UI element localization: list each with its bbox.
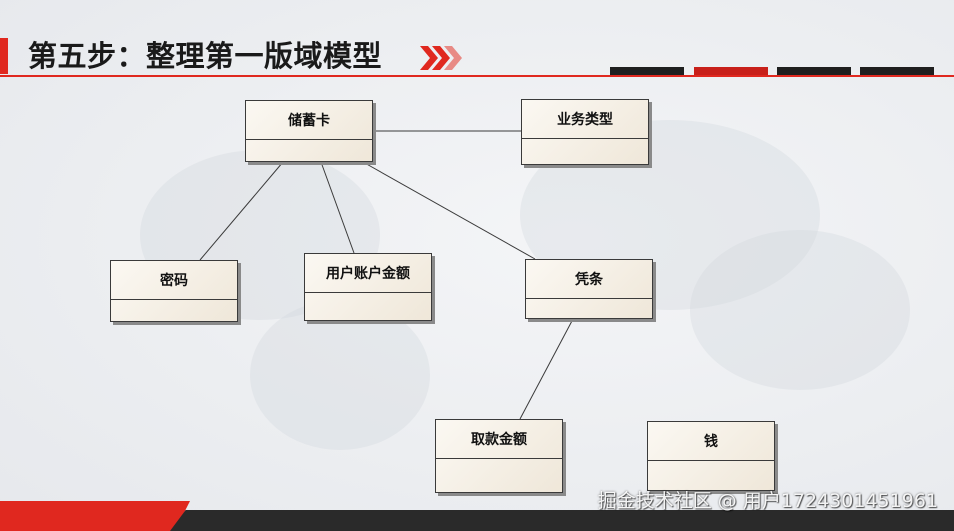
header-divider (0, 75, 954, 77)
class-name: 储蓄卡 (246, 101, 372, 140)
class-box-yonghuzhanghujine[interactable]: 用户账户金额 (304, 253, 432, 321)
class-box-mima[interactable]: 密码 (110, 260, 238, 322)
class-box-qian[interactable]: 钱 (647, 421, 775, 491)
class-box-chuxuka[interactable]: 储蓄卡 (245, 100, 373, 162)
footer-accent (0, 501, 190, 531)
title-accent-bar (0, 38, 8, 74)
page-title: 第五步：整理第一版域模型 (28, 39, 383, 73)
class-box-yewuleixing[interactable]: 业务类型 (521, 99, 649, 165)
header-tab-3 (777, 67, 851, 75)
class-box-pingtiao[interactable]: 凭条 (525, 259, 653, 319)
header-tab-1 (610, 67, 684, 75)
class-name: 凭条 (526, 260, 652, 299)
class-name: 业务类型 (522, 100, 648, 139)
header-tab-2 (694, 67, 768, 75)
association-line-chuxuka-mima (199, 161, 284, 261)
class-box-qukuanjine[interactable]: 取款金额 (435, 419, 563, 493)
header-tab-4 (860, 67, 934, 75)
class-name: 取款金额 (436, 420, 562, 459)
watermark-text: 掘金技术社区 @ 用户1724301451961 (597, 490, 938, 512)
world-map-shade (250, 300, 430, 450)
world-map-shade (690, 230, 910, 390)
class-name: 用户账户金额 (305, 254, 431, 293)
association-line-pingtiao-qukuanjine (519, 318, 574, 420)
header-tabs (610, 67, 940, 75)
double-chevron-icon (420, 46, 462, 70)
association-line-chuxuka-pingtiao (362, 161, 536, 260)
class-name: 密码 (111, 261, 237, 300)
footer-bar (170, 510, 954, 531)
association-line-chuxuka-yonghuzhanghujine (320, 161, 355, 254)
class-name: 钱 (648, 422, 774, 461)
